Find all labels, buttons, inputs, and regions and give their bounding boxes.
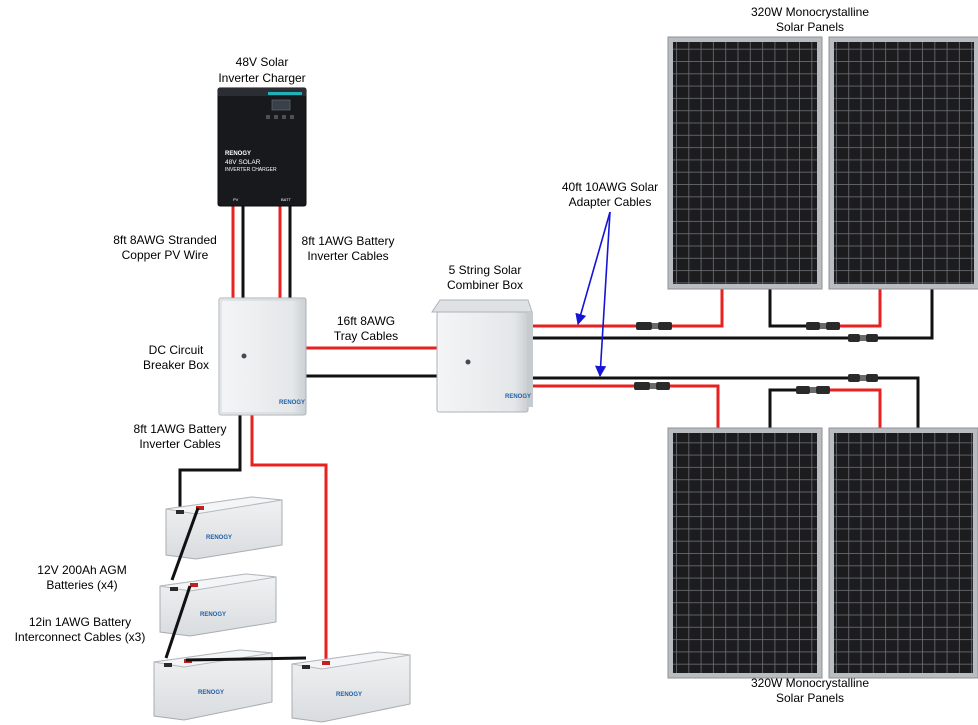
svg-text:RENOGY: RENOGY xyxy=(206,535,232,541)
breaker-box-label-line1: DC Circuit xyxy=(149,343,204,357)
breaker-box-brand: RENOGY xyxy=(279,400,305,406)
inverter-title-line2: Inverter Charger xyxy=(218,71,305,85)
combiner-label-line2: Combiner Box xyxy=(447,278,523,292)
arrow xyxy=(575,211,611,326)
inverter-port-batt: BATT xyxy=(281,197,291,202)
adapter-cables-label-line2: Adapter Cables xyxy=(569,195,652,209)
annotation-arrows xyxy=(575,211,611,378)
battery-cables-bottom-line1: 8ft 1AWG Battery xyxy=(134,422,227,436)
inverter-title-line1: 48V Solar xyxy=(236,55,289,69)
inverter-face-line1: 48V SOLAR xyxy=(225,159,261,166)
pv-wire-label-line1: 8ft 8AWG Stranded xyxy=(113,233,217,247)
battery: RENOGY xyxy=(291,651,411,723)
battery-cables-top-line1: 8ft 1AWG Battery xyxy=(302,234,395,248)
tray-cables-label-line2: Tray Cables xyxy=(334,329,398,343)
interconnect-label-line1: 12in 1AWG Battery xyxy=(29,615,131,629)
interconnect-label-line2: Interconnect Cables (x3) xyxy=(15,630,146,644)
panel-series-top xyxy=(768,288,882,328)
combiner-box: RENOGY xyxy=(431,299,533,413)
solar-panels-top xyxy=(667,36,978,290)
inverter-brand: RENOGY xyxy=(225,151,251,157)
inverter-face-line2: INVERTER CHARGER xyxy=(225,167,277,173)
combiner-label-line1: 5 String Solar xyxy=(449,263,522,277)
battery-cables-top-line2: Inverter Cables xyxy=(307,249,388,263)
inverter-port-pv: PV xyxy=(233,197,239,202)
solar-panels-bottom xyxy=(667,427,978,679)
tray-cables-label-line1: 16ft 8AWG xyxy=(337,314,395,328)
mc4-connectors xyxy=(634,322,878,394)
panel-series-bottom xyxy=(768,388,830,430)
battery-cable-black xyxy=(178,412,242,512)
adapter-cables-label-line1: 40ft 10AWG Solar xyxy=(562,180,658,194)
panels-bottom-label-line2: Solar Panels xyxy=(776,691,844,705)
pv-wire-label-line2: Copper PV Wire xyxy=(122,248,209,262)
combiner-box-brand: RENOGY xyxy=(505,394,531,400)
battery-cable-red xyxy=(250,412,328,662)
dc-breaker-box: RENOGY xyxy=(218,297,307,416)
battery-bank: RENOGY RENOGY RENOGY RENOGY xyxy=(153,496,411,723)
adapter-cable-top-black xyxy=(530,288,934,340)
batteries-label-line1: 12V 200Ah AGM xyxy=(37,563,126,577)
arrow xyxy=(595,211,611,378)
panels-bottom-label-line1: 320W Monocrystalline xyxy=(751,676,869,690)
svg-text:RENOGY: RENOGY xyxy=(200,612,226,618)
panels-top-label-line2: Solar Panels xyxy=(776,20,844,34)
adapter-cable-top-red xyxy=(530,288,724,328)
adapter-cable-bottom-red xyxy=(530,384,720,430)
labels: 48V Solar Inverter Charger 8ft 8AWG Stra… xyxy=(15,5,870,705)
interconnect-cable xyxy=(185,656,307,662)
adapter-cable-bottom-black xyxy=(530,376,920,430)
battery-cables-bottom-line2: Inverter Cables xyxy=(139,437,220,451)
wiring xyxy=(178,205,934,662)
breaker-box-label-line2: Breaker Box xyxy=(143,358,209,372)
svg-text:RENOGY: RENOGY xyxy=(336,692,362,698)
interconnect-cable xyxy=(164,585,192,659)
batteries-label-line2: Batteries (x4) xyxy=(46,578,117,592)
svg-text:RENOGY: RENOGY xyxy=(198,690,224,696)
interconnect-cable xyxy=(170,507,200,581)
inverter-charger: RENOGY 48V SOLAR INVERTER CHARGER PV BAT… xyxy=(217,87,307,207)
panels-top-label-line1: 320W Monocrystalline xyxy=(751,5,869,19)
